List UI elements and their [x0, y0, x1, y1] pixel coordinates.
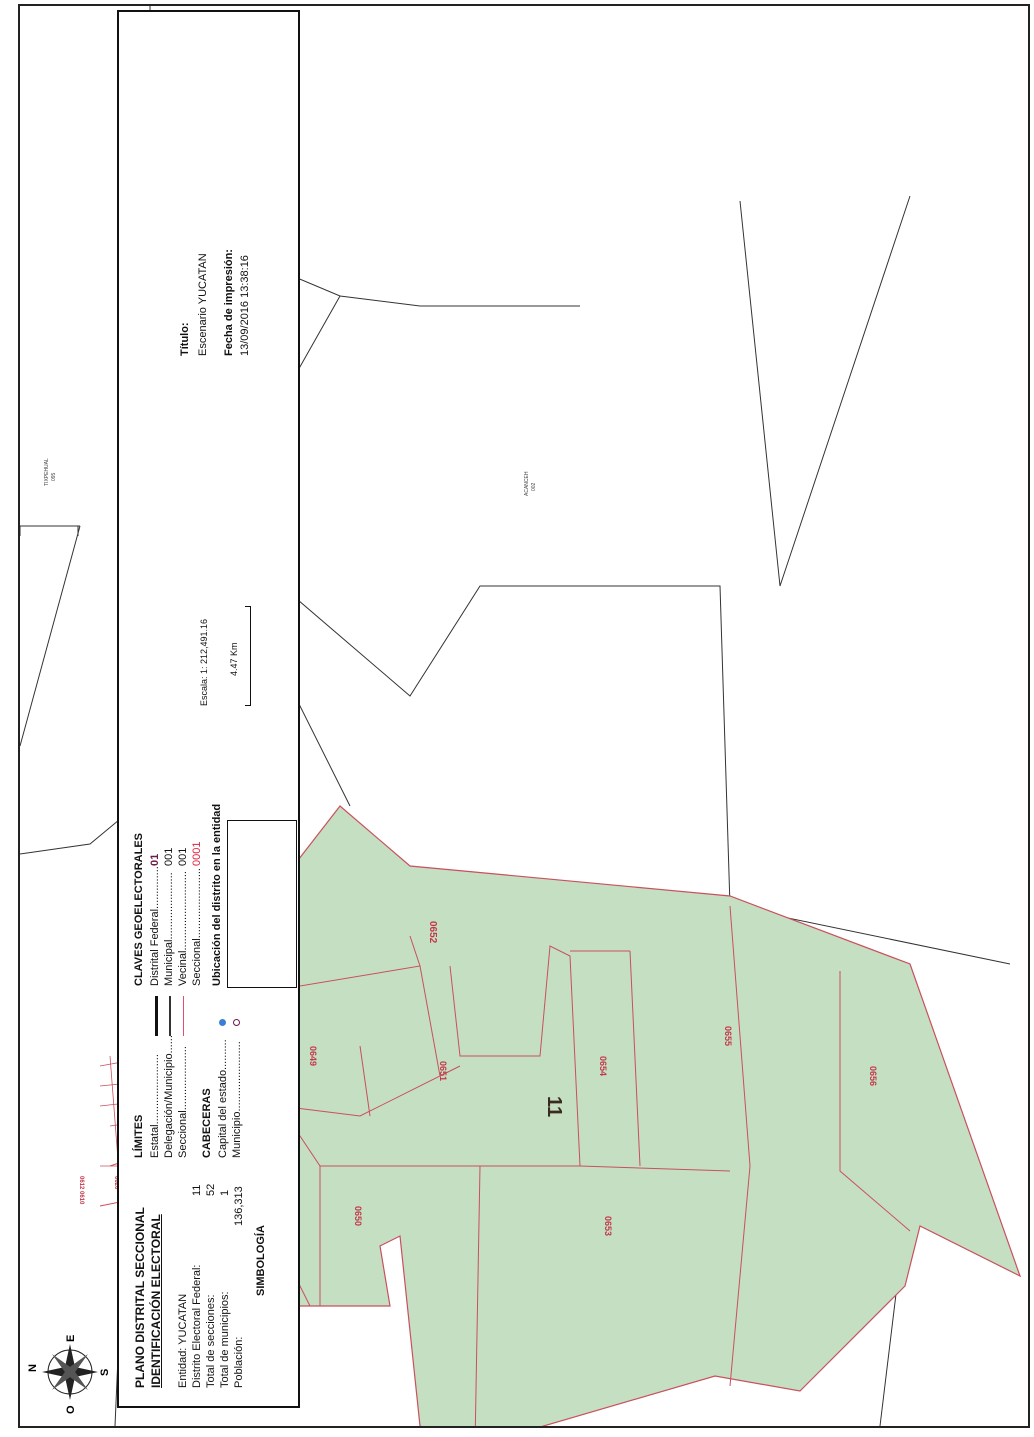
municipio-label: Municipio....................... [231, 1041, 243, 1158]
seccional-code: 0001 [191, 841, 203, 866]
claves-heading: CLAVES GEOELECTORALES [133, 832, 145, 986]
place-tixpehual-code: 095 [51, 472, 57, 481]
fecha-value: 13/09/2016 13:38:16 [239, 255, 251, 356]
municipal-label: Municipal...................... [163, 872, 175, 986]
ubicacion-heading: Ubicación del distrito en la entidad [211, 803, 223, 986]
place-acanceh: ACANCEH [524, 471, 530, 496]
municipios-label: Total de municipios: [219, 1291, 231, 1388]
section-label: 0651 [438, 1061, 448, 1081]
limite-estatal: Estatal....................... [149, 1054, 161, 1158]
titulo-value: Escenario YUCATAN [197, 253, 209, 356]
muni-boundary [739, 195, 911, 587]
distrito-label: Distrito Electoral Federal: [191, 1264, 203, 1389]
section-label: 0650 [353, 1206, 363, 1226]
legend-title-2: IDENTIFICACIÓN ELECTORAL [149, 1214, 163, 1388]
limite-seccional: Seccional..................... [177, 1046, 189, 1158]
section-label: 0620 [113, 1176, 119, 1190]
scale-km: 4.47 Km [229, 642, 239, 676]
capital-marker [219, 1019, 226, 1026]
titulo-label: Título: [179, 322, 191, 356]
secciones-value: 52 [205, 1183, 217, 1196]
capital-label: Capital del estado.......... [217, 1039, 229, 1158]
seccional-label: Seccional....................... [191, 868, 203, 986]
vecinal-code: 001 [177, 847, 189, 866]
municipio-marker [233, 1019, 240, 1026]
fecha-label: Fecha de impresión: [223, 249, 235, 356]
section-label: 0654 [598, 1056, 608, 1076]
compass-n: N [27, 1364, 39, 1372]
simbologia-heading: SIMBOLOGÍA [255, 1225, 267, 1296]
compass-s: S [99, 1369, 111, 1376]
seccional-line [183, 996, 184, 1036]
section-label: 0610 [78, 1191, 84, 1205]
section-label: 0649 [308, 1046, 318, 1066]
limite-delegacion: Delegación/Municipio...... [163, 1035, 175, 1158]
estatal-line [155, 996, 158, 1036]
poblacion-label: Población: [233, 1336, 245, 1388]
section-label: 0652 [427, 921, 438, 944]
legend-panel: PLANO DISTRITAL SECCIONAL IDENTIFICACIÓN… [117, 10, 300, 1434]
cabeceras-heading: CABECERAS [201, 1088, 213, 1158]
muni-boundary [199, 515, 620, 697]
map-frame: 0652064906510654065506560653065006280625… [18, 4, 1030, 1428]
secciones-label: Total de secciones: [205, 1294, 217, 1388]
limites-heading: LÍMITES [133, 1114, 145, 1158]
place-tixpehual: TIXPEHUAL [44, 458, 50, 486]
section-label: 0612 [78, 1176, 84, 1190]
municipios-value: 1 [219, 1189, 231, 1196]
delegacion-line [169, 996, 171, 1036]
poblacion-value: 136,313 [233, 1186, 245, 1226]
locator-map [227, 820, 297, 988]
distrital-code: 01 [149, 853, 161, 866]
muni-boundary [20, 525, 81, 747]
distrito-value: 11 [191, 1184, 203, 1196]
section-label: 0656 [868, 1066, 878, 1086]
scale-text: Escala: 1: 212,491.16 [199, 618, 209, 706]
section-label: 0655 [723, 1026, 733, 1046]
legend-box: PLANO DISTRITAL SECCIONAL IDENTIFICACIÓN… [117, 10, 300, 1408]
compass-o: O [65, 1405, 77, 1414]
municipal-code: 001 [163, 847, 175, 866]
compass-e: E [65, 1335, 77, 1342]
district-number: 11 [543, 1096, 565, 1117]
legend-title-1: PLANO DISTRITAL SECCIONAL [133, 1207, 147, 1388]
compass-rose: N S E O [27, 1335, 111, 1414]
muni-boundary [620, 585, 731, 907]
scale-bar [245, 606, 251, 706]
vecinal-label: Vecinal.......................... [177, 871, 189, 986]
place-acanceh-code: 002 [531, 482, 537, 491]
entidad-label: Entidad: YUCATAN [177, 1293, 189, 1388]
distrital-label: Distrital Federal.............. [149, 866, 161, 986]
section-label: 0653 [603, 1216, 613, 1236]
